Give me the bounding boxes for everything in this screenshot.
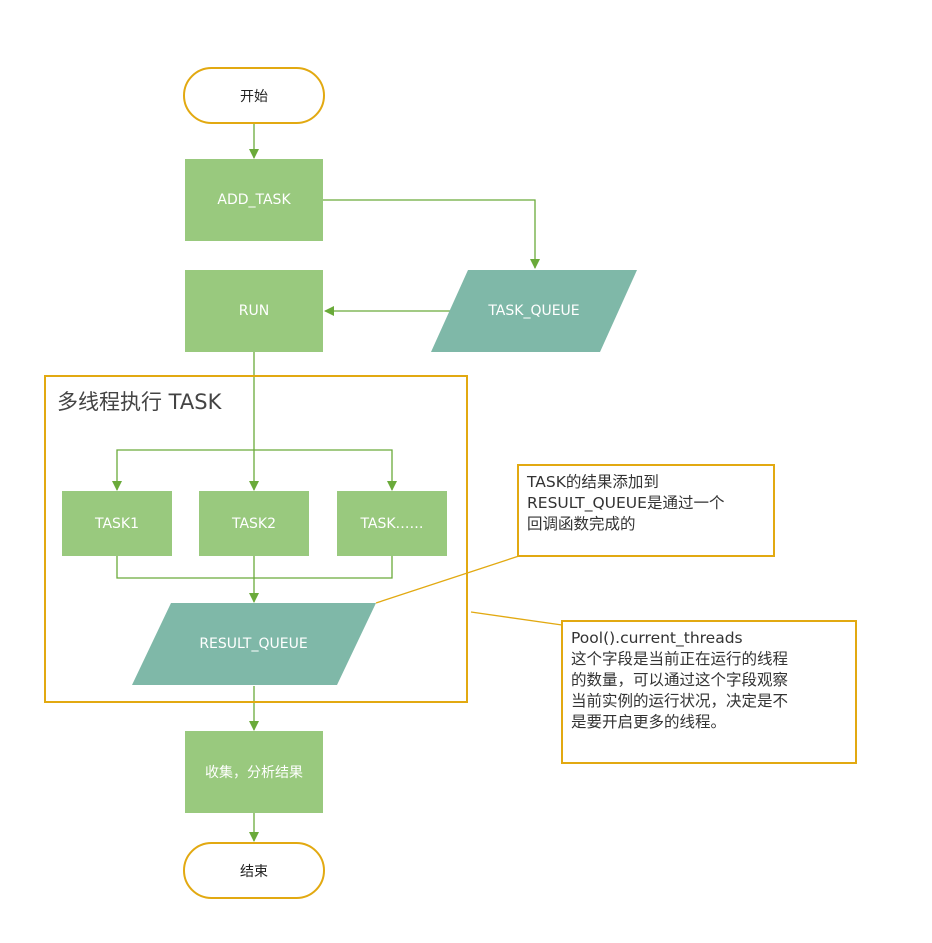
add-task-node: ADD_TASK (185, 159, 323, 241)
callback-note-line-1: TASK的结果添加到 (527, 473, 659, 491)
collect-node: 收集，分析结果 (185, 731, 323, 813)
result-queue-label: RESULT_QUEUE (199, 636, 308, 652)
task-more-node: TASK…… (337, 491, 447, 556)
pool-note-line-4: 当前实例的运行状况，决定是不 (571, 692, 789, 710)
multithread-group (44, 375, 468, 703)
callback-note-line-2: RESULT_QUEUE是通过一个 (527, 494, 725, 512)
callout-line-pool (470, 611, 563, 626)
end-node: 结束 (183, 842, 325, 899)
run-node: RUN (185, 270, 323, 352)
callout-line-callback (375, 555, 520, 604)
pool-note-line-1: Pool().current_threads (571, 629, 743, 647)
callback-note: TASK的结果添加到 RESULT_QUEUE是通过一个 回调函数完成的 (517, 464, 775, 557)
pool-note: Pool().current_threads 这个字段是当前正在运行的线程 的数… (561, 620, 857, 764)
pool-note-line-3: 的数量，可以通过这个字段观察 (571, 671, 789, 689)
arrow-split-task-more (254, 449, 397, 491)
start-node: 开始 (183, 67, 325, 124)
callback-note-line-3: 回调函数完成的 (527, 515, 636, 533)
task-queue-shape (431, 270, 637, 352)
task1-node: TASK1 (62, 491, 172, 556)
pool-note-line-2: 这个字段是当前正在运行的线程 (571, 650, 789, 668)
arrow-split-task1 (112, 449, 254, 491)
arrow-add-task-to-queue (323, 199, 540, 269)
task-queue-label: TASK_QUEUE (488, 303, 580, 319)
pool-note-line-5: 是要开启更多的线程。 (571, 713, 727, 731)
task2-node: TASK2 (199, 491, 309, 556)
group-title: 多线程执行 TASK (57, 390, 222, 414)
result-queue-shape (132, 603, 376, 685)
